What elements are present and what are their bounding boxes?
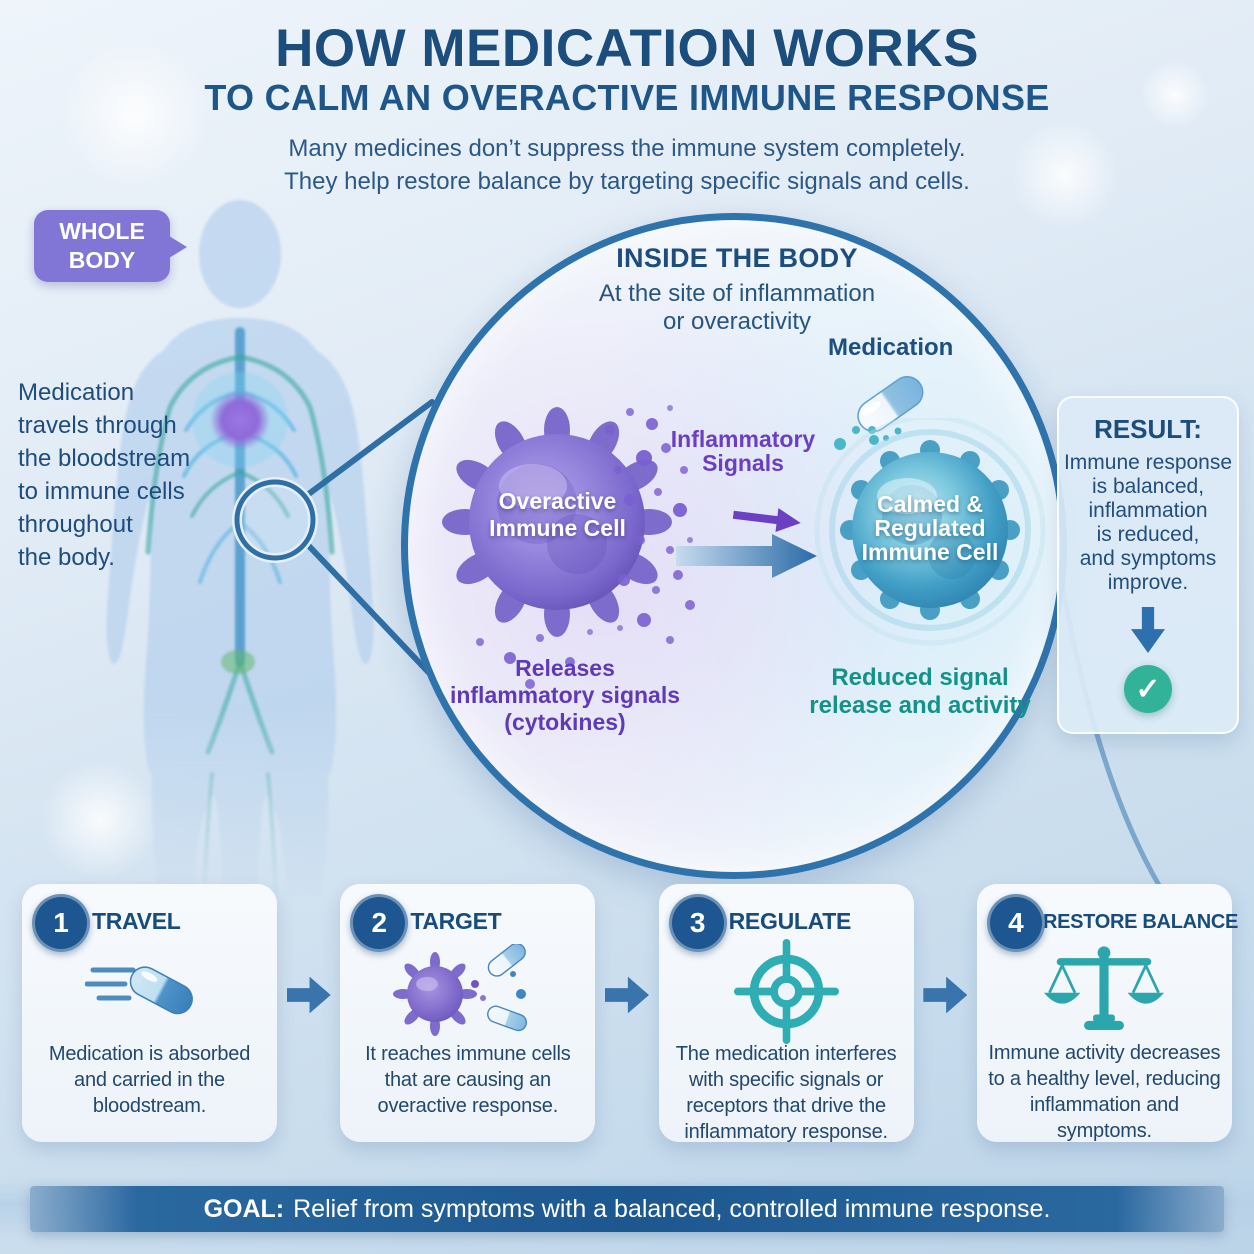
result-text: Immune response is balanced, inflammatio… <box>1063 451 1233 594</box>
goal-text: Relief from symptoms with a balanced, co… <box>293 1194 1051 1223</box>
calmed-cell-label: Calmed & Regulated Immune Cell <box>861 491 999 565</box>
step-number-badge: 4 <box>986 894 1045 952</box>
step-description: Medication is absorbed and carried in th… <box>48 1043 251 1117</box>
step-description: The medication interferes with specific … <box>675 1043 897 1143</box>
inside-body-heading: INSIDE THE BODY <box>616 243 858 273</box>
transition-arrow-icon <box>676 534 817 578</box>
inside-body-subheading: At the site of inflammation or overactiv… <box>598 280 876 335</box>
bokeh-circle <box>60 40 210 190</box>
bokeh-circle <box>1010 120 1120 230</box>
speeding-pill-icon <box>84 965 193 1014</box>
overactive-cell-illustration <box>442 407 672 637</box>
step-title: TRAVEL <box>92 908 181 934</box>
cytokine-splatter-lower <box>476 629 593 689</box>
inflammatory-signals-label: Inflammatory Signals <box>670 426 816 476</box>
step-description: It reaches immune cells that are causing… <box>365 1043 571 1117</box>
step-description: Immune activity decreases to a healthy l… <box>988 1042 1221 1142</box>
goal-label: GOAL: <box>203 1194 285 1223</box>
cytokine-splatter <box>605 405 695 644</box>
balance-scale-icon <box>1044 946 1165 1030</box>
medication-label: Medication <box>828 334 954 361</box>
overactive-cell-label: Overactive Immune Cell <box>489 488 626 541</box>
result-panel: RESULT: Immune response is balanced, inf… <box>1057 396 1239 734</box>
releases-signals-label: Releases inflammatory signals (cytokines… <box>449 655 681 735</box>
immune-cell-pills-icon <box>392 943 527 1036</box>
result-heading: RESULT: <box>1094 414 1202 444</box>
whole-body-badge-label: WHOLE BODY <box>59 218 145 273</box>
reduced-signal-label: Reduced signal release and activity <box>809 664 1031 719</box>
check-icon: ✓ <box>1124 665 1172 713</box>
page-title: HOW MEDICATION WORKS <box>275 19 979 78</box>
bokeh-circle <box>1140 60 1210 130</box>
step-title: RESTORE BALANCE <box>1042 911 1239 933</box>
step-arrow-icon <box>604 976 649 1014</box>
intro-text-line2: They help restore balance by targeting s… <box>284 168 970 195</box>
step-number-badge: 2 <box>350 894 409 952</box>
step-arrow-icon <box>286 976 331 1014</box>
step-title: TARGET <box>410 908 502 934</box>
down-arrow-icon <box>1131 607 1165 653</box>
intro-text-line1: Many medicines don’t suppress the immune… <box>288 135 966 162</box>
step-number-badge: 3 <box>668 894 727 952</box>
step-number-badge: 1 <box>32 894 90 952</box>
steps-row: 1 TRAVEL <box>22 884 1239 1143</box>
target-crosshair-icon <box>733 938 839 1044</box>
step-card-travel: 1 TRAVEL <box>22 884 277 1142</box>
step-title: REGULATE <box>728 908 852 934</box>
step-arrow-icon <box>923 976 968 1014</box>
step-card-regulate: 3 REGULATE The medication interferes wit… <box>658 884 914 1143</box>
medication-pill-icon <box>857 376 924 441</box>
signal-arrow-icon <box>732 508 801 533</box>
page-subtitle-line: TO CALM AN OVERACTIVE IMMUNE RESPONSE <box>204 77 1050 118</box>
step-card-target: 2 TARGET <box>340 884 596 1142</box>
bloodstream-note: Medication travels through the bloodstre… <box>18 379 191 571</box>
bokeh-circle <box>40 760 160 880</box>
whole-body-badge: WHOLE BODY <box>34 210 187 282</box>
goal-bar: GOAL: Relief from symptoms with a balanc… <box>30 1186 1224 1232</box>
intro-text: Many medicines don’t suppress the immune… <box>0 132 1254 198</box>
step-card-restore-balance: 4 RESTORE BALANCE <box>976 884 1239 1142</box>
